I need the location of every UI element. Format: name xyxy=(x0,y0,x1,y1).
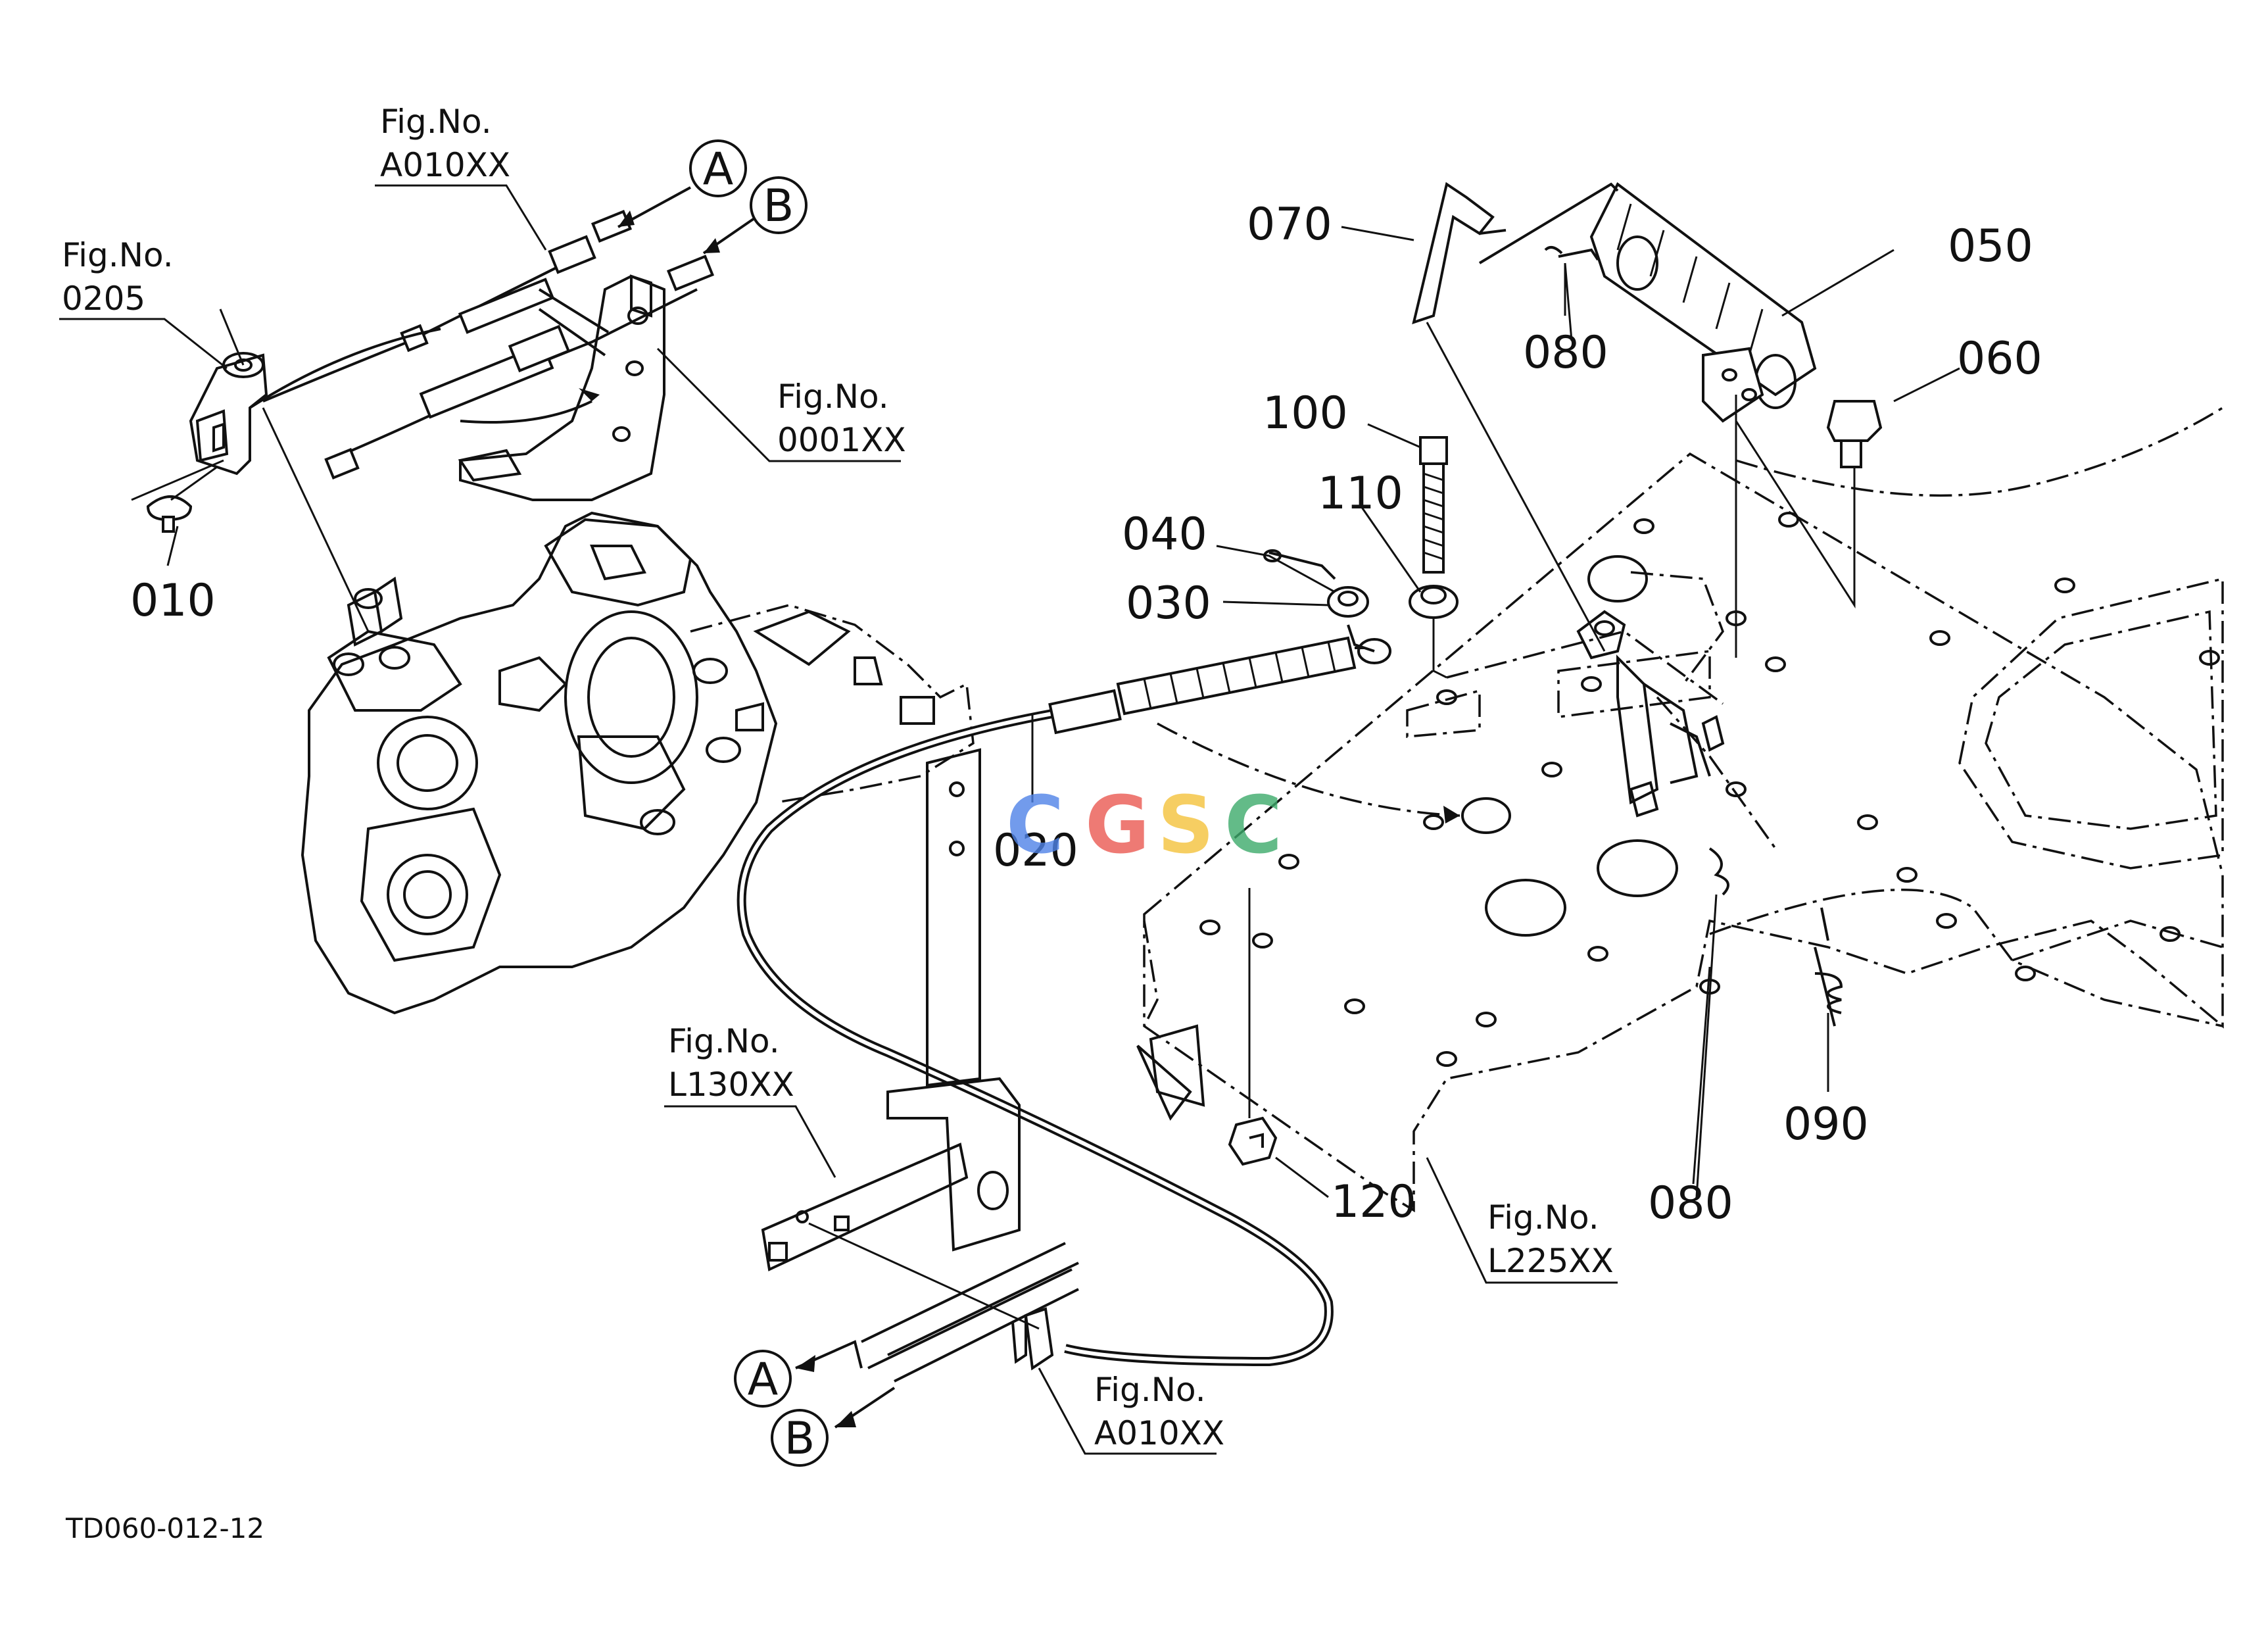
connector-a-top: A xyxy=(689,139,747,197)
connector-b-top: B xyxy=(750,176,808,234)
connector-b-bottom: B xyxy=(771,1409,829,1467)
callout-080-top: 080 xyxy=(1523,327,1608,379)
pedal-assembly xyxy=(1412,182,1960,658)
callout-090: 090 xyxy=(1783,1098,1869,1150)
fig-ref-label: Fig.No. xyxy=(1094,1371,1206,1409)
callout-060: 060 xyxy=(1957,333,2042,385)
clip-120 xyxy=(1228,888,1329,1198)
connector-label: A xyxy=(703,143,734,195)
fig-ref-code: 0001XX xyxy=(777,421,906,459)
fig-ref-code: A010XX xyxy=(380,146,510,184)
callout-labels: 010 020 030 040 050 060 070 080 080 090 … xyxy=(130,199,2042,1229)
fig-ref-0205: Fig.No. 0205 xyxy=(62,236,174,318)
watermark-letter: C xyxy=(1006,780,1064,872)
connector-label: B xyxy=(763,180,794,232)
callout-040: 040 xyxy=(1122,508,1207,560)
connector-a-bottom: A xyxy=(734,1350,792,1408)
callout-030: 030 xyxy=(1126,578,1211,629)
fig-ref-code: L225XX xyxy=(1487,1242,1614,1280)
fig-ref-0001: Fig.No. 0001XX xyxy=(777,378,906,459)
platform-floor xyxy=(1136,406,2224,1213)
callout-050: 050 xyxy=(1948,220,2033,272)
callout-020: 020 xyxy=(993,825,1078,877)
fig-ref-code: 0205 xyxy=(62,280,145,318)
fig-ref-label: Fig.No. xyxy=(380,103,492,141)
callout-110: 110 xyxy=(1318,468,1403,520)
watermark-logo: C G S C xyxy=(1006,780,1282,872)
fig-ref-l225: Fig.No. L225XX xyxy=(1487,1198,1614,1280)
connector-markers: A B A B xyxy=(689,139,829,1467)
connector-label: B xyxy=(784,1413,815,1465)
fig-ref-label: Fig.No. xyxy=(777,378,889,416)
main-cable xyxy=(736,636,1460,1367)
watermark-letter: S xyxy=(1157,780,1214,872)
linkage-bracket xyxy=(1576,610,1843,1198)
top-cable-assembly xyxy=(249,186,758,501)
fig-ref-code: A010XX xyxy=(1094,1414,1224,1452)
watermark-letter: C xyxy=(1224,780,1282,872)
small-hardware xyxy=(1216,423,1459,679)
fig-ref-code: L130XX xyxy=(668,1066,794,1104)
fig-ref-label: Fig.No. xyxy=(668,1022,780,1060)
figure-references: Fig.No. 0205 Fig.No. A010XX Fig.No. 0001… xyxy=(62,103,1614,1452)
callout-100: 100 xyxy=(1263,387,1348,439)
fig-ref-a010-bottom: Fig.No. A010XX xyxy=(1094,1371,1224,1452)
fig-ref-a010-top: Fig.No. A010XX xyxy=(380,103,510,184)
callout-070: 070 xyxy=(1247,199,1332,251)
callout-120: 120 xyxy=(1331,1176,1416,1228)
bottom-cable-ends xyxy=(795,1242,1079,1429)
callout-080-bottom: 080 xyxy=(1648,1177,1733,1229)
diagram-code: TD060-012-12 xyxy=(65,1512,264,1544)
watermark-letter: G xyxy=(1085,780,1150,872)
callout-010: 010 xyxy=(130,575,216,627)
connector-label: A xyxy=(748,1354,779,1406)
fig-ref-label: Fig.No. xyxy=(1487,1198,1599,1237)
fig-ref-l130: Fig.No. L130XX xyxy=(668,1022,794,1104)
leader-lines xyxy=(59,184,1894,1455)
engine-block xyxy=(301,511,975,1015)
fig-ref-label: Fig.No. xyxy=(62,236,174,274)
bracket-l130 xyxy=(761,748,1040,1330)
governor-lever xyxy=(131,308,370,632)
